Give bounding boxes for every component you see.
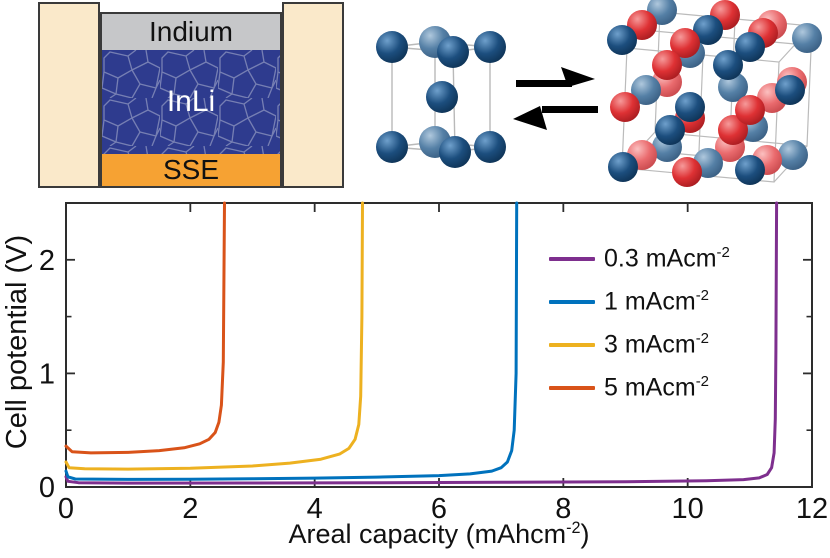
x-axis-label: Areal capacity (mAhcm-2): [288, 519, 590, 549]
legend-entry: 0.3 mAcm-2: [549, 237, 730, 280]
x-tick-label: 4: [307, 493, 323, 525]
x-tick-label: 8: [555, 493, 571, 525]
crystal-structures: [376, 0, 822, 187]
holder-wall-left: [38, 2, 100, 188]
cell-schematic: Indium InLi: [0, 0, 360, 195]
indium-label: Indium: [148, 16, 234, 47]
grain-texture: [102, 50, 280, 154]
electrode-stack: Indium InLi: [100, 12, 282, 188]
legend-entry: 1 mAcm-2: [549, 280, 730, 323]
sse-layer: SSE: [102, 154, 280, 186]
x-tick-label: 12: [796, 493, 828, 525]
legend-entry: 3 mAcm-2: [549, 323, 730, 366]
legend-label: 5 mAcm-2: [604, 372, 710, 402]
y-tick-label: 0: [39, 472, 55, 504]
indium-layer: Indium: [102, 14, 280, 50]
y-axis-label: Cell potential (V): [1, 234, 33, 450]
x-tick-label: 2: [182, 493, 198, 525]
sse-label: SSE: [162, 154, 220, 185]
x-tick-label: 10: [672, 493, 704, 525]
series-3 mAcm-2: [64, 201, 364, 471]
inli-unit-cell-icon: [607, 0, 822, 187]
inli-layer: InLi: [102, 50, 280, 154]
series-1 mAcm-2: [64, 201, 519, 481]
legend-label: 0.3 mAcm-2: [604, 243, 730, 273]
y-tick-label: 2: [39, 245, 55, 277]
x-tick-label: 6: [431, 493, 447, 525]
legend-label: 1 mAcm-2: [604, 286, 710, 316]
legend-line-swatch: [549, 342, 595, 347]
equilibrium-arrows-icon: [513, 67, 598, 130]
series-0.3 mAcm-2: [64, 201, 779, 485]
holder-wall-right: [282, 2, 344, 188]
series-5 mAcm-2: [64, 201, 226, 455]
legend-line-swatch: [549, 299, 595, 304]
x-tick-label: 0: [58, 493, 74, 525]
legend-line-swatch: [549, 385, 595, 390]
inli-label: InLi: [166, 85, 216, 118]
legend-entry: 5 mAcm-2: [549, 366, 730, 409]
legend-line-swatch: [549, 256, 595, 261]
chart-legend: 0.3 mAcm-2 1 mAcm-2 3 mAcm-2 5 mAcm-2: [549, 237, 730, 409]
legend-label: 3 mAcm-2: [604, 329, 710, 359]
indium-unit-cell-icon: [376, 26, 506, 168]
y-tick-label: 1: [39, 358, 55, 390]
